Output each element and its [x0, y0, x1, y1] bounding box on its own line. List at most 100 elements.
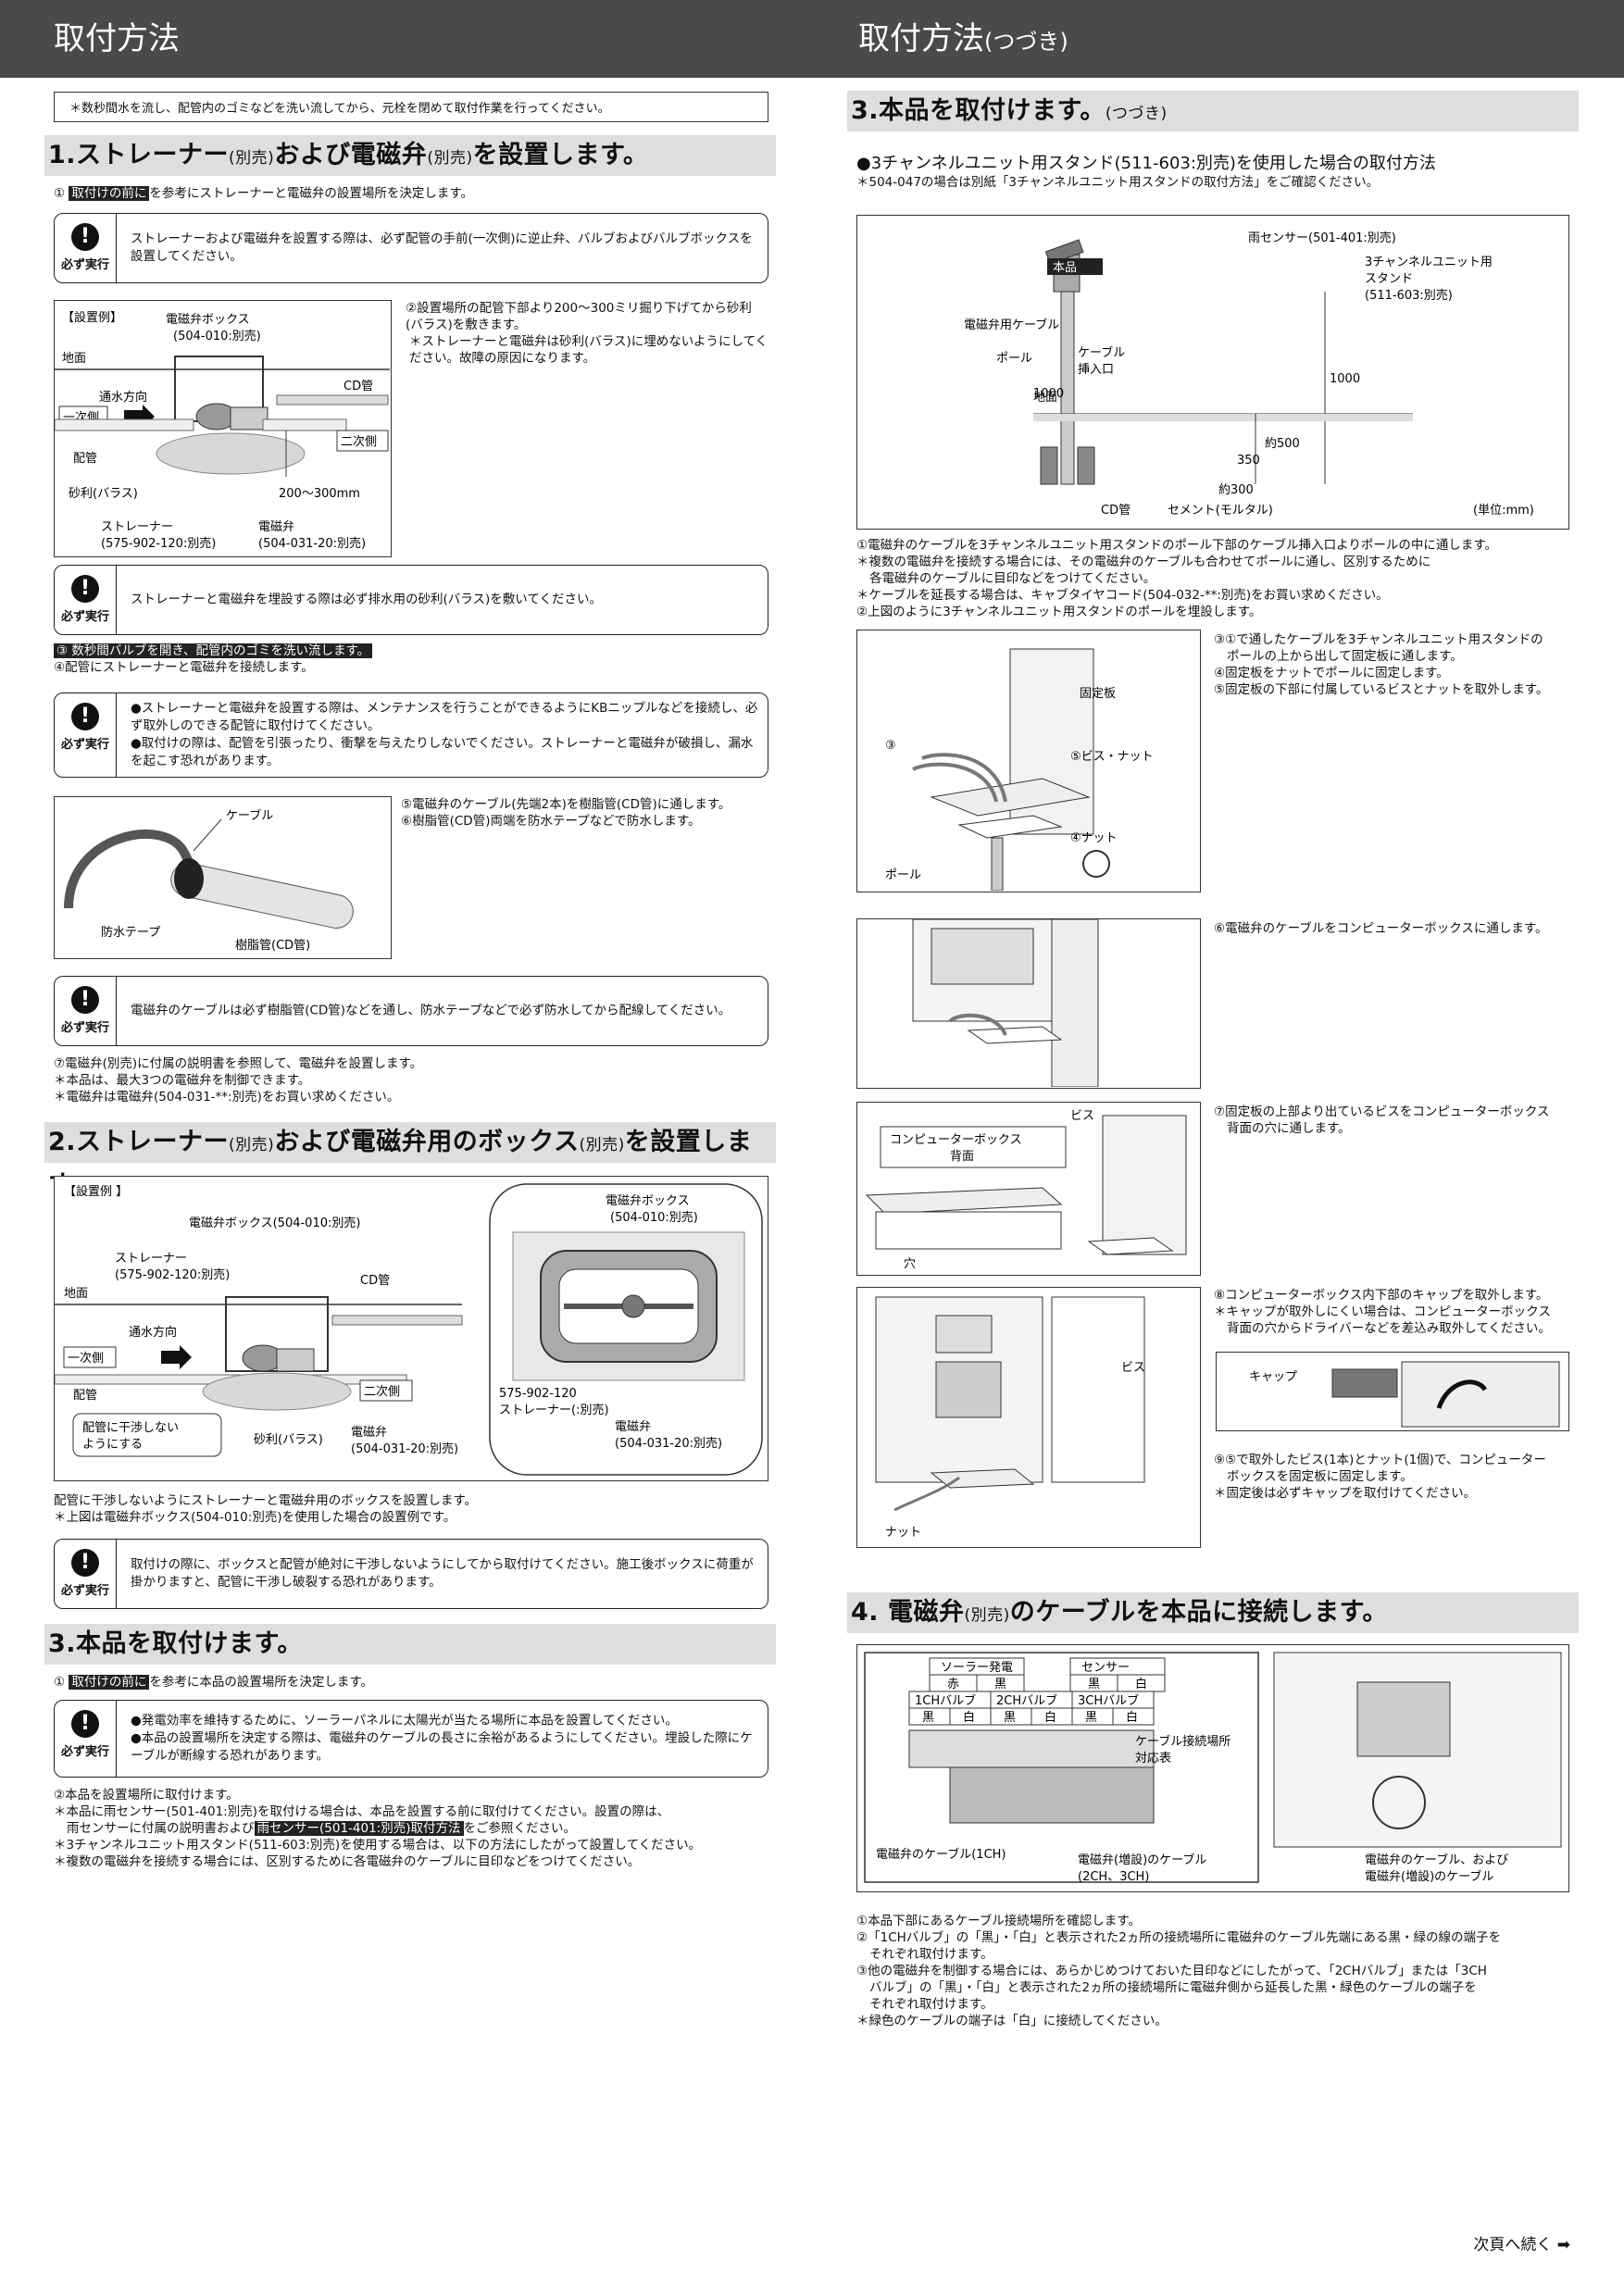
section3-continued-title: 3.本品を取付けます。(つづき) [847, 91, 1579, 131]
svg-text:【設置例 】: 【設置例 】 [64, 1184, 128, 1199]
svg-text:200～300mm: 200～300mm [279, 487, 360, 501]
svg-text:地面: 地面 [1033, 391, 1057, 405]
svg-text:電磁弁: 電磁弁 [615, 1420, 651, 1434]
svg-text:約300: 約300 [1218, 483, 1254, 497]
right-title: 取付方法 [858, 20, 984, 57]
svg-text:地面: 地面 [62, 352, 86, 366]
svg-text:電磁弁ボックス: 電磁弁ボックス [166, 313, 250, 327]
figure-computer-box-cable [856, 918, 1201, 1089]
svg-text:(単位:mm): (単位:mm) [1473, 503, 1534, 518]
s1-step1: ① 取付けの前にを参考にストレーナーと電磁弁の設置場所を決定します。 [54, 186, 474, 201]
stand-step-7: ⑦固定板の上部より出ているビスをコンピューターボックス 背面の穴に通します。 [1214, 1104, 1550, 1136]
svg-text:CD管: CD管 [344, 380, 373, 393]
warning-icon: !必ず実行 [55, 214, 117, 282]
section4-steps: ①本品下部にあるケーブル接続場所を確認します。 ②「1CHバルブ」の「黒」・「白… [856, 1914, 1502, 2028]
svg-text:(504-031-20:別売): (504-031-20:別売) [351, 1441, 458, 1456]
svg-text:白: 白 [1135, 1677, 1147, 1691]
warning-box-3: !必ず実行 ●ストレーナーと電磁弁を設置する際は、メンテナンスを行うことができる… [54, 693, 768, 778]
svg-text:④ナット: ④ナット [1070, 831, 1118, 845]
svg-text:電磁弁ボックス: 電磁弁ボックス [606, 1194, 690, 1208]
svg-text:ビス: ビス [1121, 1361, 1145, 1375]
svg-text:(504-010:別売): (504-010:別売) [173, 329, 261, 343]
svg-text:ケーブル: ケーブル [226, 808, 273, 823]
warning-icon: !必ず実行 [55, 1540, 117, 1608]
svg-text:ビス: ビス [1070, 1109, 1094, 1123]
svg-text:防水テープ: 防水テープ [101, 925, 160, 940]
s1-step2: ②設置場所の配管下部より200～300ミリ掘り下げてから砂利(バラス)を敷きます… [406, 301, 768, 366]
s3-step2: ②本品を設置場所に取付けます。 ＊本品に雨センサー(501-401:別売)を取付… [54, 1788, 702, 1869]
svg-text:(575-902-120:別売): (575-902-120:別売) [115, 1267, 230, 1282]
svg-text:ストレーナー(:別売): ストレーナー(:別売) [499, 1403, 609, 1417]
figure-installation-example-1: 【設置例】 電磁弁ボックス (504-010:別売) 地面 通水方向 一次側 C… [54, 300, 392, 557]
svg-text:対応表: 対応表 [1135, 1752, 1171, 1766]
svg-text:電磁弁: 電磁弁 [258, 520, 294, 534]
svg-text:ようにする: ようにする [82, 1438, 143, 1452]
warning-icon: !必ず実行 [55, 1701, 117, 1777]
svg-text:電磁弁(増設)のケーブル: 電磁弁(増設)のケーブル [1078, 1853, 1206, 1867]
svg-text:黒: 黒 [1088, 1678, 1100, 1691]
svg-text:電磁弁: 電磁弁 [351, 1426, 387, 1440]
svg-text:配管: 配管 [73, 1389, 97, 1403]
svg-text:電磁弁のケーブル、および: 電磁弁のケーブル、および [1365, 1853, 1508, 1867]
figure-installation-example-2: 【設置例 】 電磁弁ボックス(504-010:別売) ストレーナー (575-9… [54, 1176, 768, 1481]
svg-text:白: 白 [963, 1710, 975, 1725]
svg-text:(504-031-20:別売): (504-031-20:別売) [615, 1436, 722, 1451]
svg-text:ストレーナー: ストレーナー [101, 520, 173, 534]
svg-text:電磁弁のケーブル(1CH): 電磁弁のケーブル(1CH) [876, 1847, 1006, 1862]
svg-text:黒: 黒 [922, 1711, 934, 1725]
warning-box-2: !必ず実行 ストレーナーと電磁弁を埋設する際は必ず排水用の砂利(バラス)を敷いて… [54, 565, 768, 635]
svg-text:ポール: ポール [996, 352, 1032, 366]
svg-text:ポール: ポール [885, 868, 921, 882]
svg-text:固定板: 固定板 [1080, 687, 1116, 701]
svg-text:スタンド: スタンド [1365, 272, 1413, 286]
left-header: 取付方法 [0, 0, 812, 78]
connection-table: ソーラー発電 センサー 赤 黒 黒 白 1CHバルブ 2CHバルブ 3CHバルブ… [908, 1657, 1166, 1726]
svg-text:樹脂管(CD管): 樹脂管(CD管) [235, 939, 310, 953]
warning-icon: !必ず実行 [55, 977, 117, 1045]
svg-text:通水方向: 通水方向 [99, 390, 147, 405]
svg-text:配管: 配管 [73, 452, 97, 466]
valve-drawing [230, 406, 269, 430]
next-page-indicator: 次頁へ続く ➡ [1473, 2236, 1570, 2254]
svg-text:砂利(バラス): 砂利(バラス) [254, 1433, 323, 1447]
svg-text:575-902-120: 575-902-120 [499, 1387, 577, 1401]
svg-text:本品: 本品 [1053, 261, 1077, 275]
stand-subnote: ＊504-047の場合は別紙「3チャンネルユニット用スタンドの取付方法」をご確認… [856, 175, 1380, 190]
svg-text:黒: 黒 [1004, 1711, 1016, 1725]
svg-text:ケーブル接続場所: ケーブル接続場所 [1135, 1734, 1230, 1749]
figure-cable-connection: ソーラー発電 センサー 赤 黒 黒 白 1CHバルブ 2CHバルブ 3CHバルブ… [856, 1644, 1569, 1892]
stand-step-9: ⑨⑤で取外したビス(1本)とナット(1個)で、コンピューター ボックスを固定板に… [1214, 1453, 1546, 1501]
svg-text:挿入口: 挿入口 [1078, 363, 1114, 377]
svg-text:③: ③ [885, 739, 896, 753]
svg-text:一次側: 一次側 [68, 1351, 104, 1366]
figure-box-back: ビス コンピューターボックス 背面 穴 [856, 1102, 1201, 1276]
svg-text:3CHバルブ: 3CHバルブ [1078, 1693, 1139, 1708]
figure-box-fixing: ビス ナット [856, 1287, 1201, 1548]
svg-text:2CHバルブ: 2CHバルブ [996, 1693, 1057, 1708]
product-label-bg [1047, 258, 1103, 275]
figure-cable-tube: ケーブル 防水テープ 樹脂管(CD管) [54, 796, 392, 959]
svg-text:(2CH、3CH): (2CH、3CH) [1078, 1870, 1149, 1884]
s1-step7: ⑦電磁弁(別売)に付属の説明書を参照して、電磁弁を設置します。 ＊本品は、最大3… [54, 1056, 423, 1104]
s1-step3: ③ 数秒間バルブを開き、配管内のゴミを洗い流します。 [54, 643, 373, 659]
s2-text: 配管に干渉しないようにストレーナーと電磁弁用のボックスを設置します。 ＊上図は電… [54, 1493, 477, 1525]
svg-text:背面: 背面 [950, 1150, 974, 1164]
cd-tube-drawing [170, 862, 354, 929]
svg-text:(511-603:別売): (511-603:別売) [1365, 288, 1453, 303]
svg-text:センサー: センサー [1081, 1661, 1130, 1675]
svg-text:電磁弁用ケーブル: 電磁弁用ケーブル [964, 318, 1059, 332]
svg-text:⑤ビス・ナット: ⑤ビス・ナット [1070, 750, 1154, 764]
svg-text:黒: 黒 [994, 1678, 1006, 1691]
warning-icon: !必ず実行 [55, 566, 117, 634]
dim-1000: 1000 [1330, 372, 1360, 386]
stand-step-8: ⑧コンピューターボックス内下部のキャップを取外します。 ＊キャップが取外しにくい… [1214, 1288, 1551, 1336]
section3-title: 3.本品を取付けます。 [44, 1624, 776, 1665]
warning-box-6: !必ず実行 ●発電効率を維持するために、ソーラーパネルに太陽光が当たる場所に本品… [54, 1700, 768, 1778]
svg-text:コンピューターボックス: コンピューターボックス [890, 1133, 1022, 1147]
svg-text:雨センサー(501-401:別売): 雨センサー(501-401:別売) [1248, 231, 1396, 245]
right-title-suffix: (つづき) [984, 29, 1068, 55]
svg-text:砂利(バラス): 砂利(バラス) [69, 487, 138, 501]
s1-step4: ④配管にストレーナーと電磁弁を接続します。 [54, 660, 314, 675]
svg-text:電磁弁ボックス(504-010:別売): 電磁弁ボックス(504-010:別売) [189, 1216, 360, 1230]
figure-stand-installation: 雨センサー(501-401:別売) 本品 3チャンネルユニット用 スタンド (5… [856, 215, 1569, 530]
